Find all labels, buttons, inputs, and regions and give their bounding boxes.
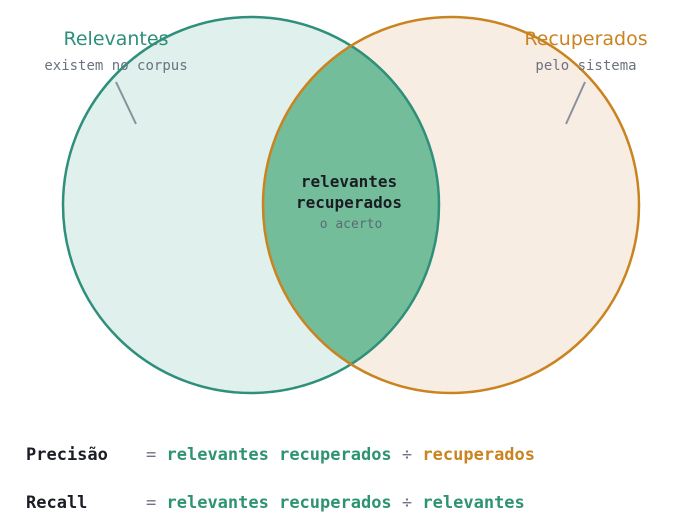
divide-sign: ÷ (401, 493, 413, 513)
formula-label: Recall (26, 493, 88, 513)
retrieved-set-outline (261, 15, 641, 395)
relevant-set-outline (61, 15, 441, 395)
recall-formula: Recall = relevantes recuperados ÷ relevan… (26, 493, 525, 513)
intersection-label-line1: relevantes (301, 172, 397, 191)
intersection-note: o acerto (320, 217, 383, 232)
formula-numerator: relevantes recuperados (166, 445, 392, 465)
formula-label: Precisão (26, 445, 108, 465)
retrieved-set-subtitle: pelo sistema (535, 58, 636, 74)
equals-sign: = (146, 445, 157, 465)
intersection-region (263, 17, 439, 393)
divide-sign: ÷ (401, 445, 413, 465)
retrieved-pointer-line (565, 81, 586, 125)
relevant-pointer-line (115, 81, 137, 125)
formula-numerator: relevantes recuperados (166, 493, 392, 513)
equals-sign: = (146, 493, 157, 513)
formula-denominator: recuperados (422, 445, 536, 465)
intersection-label-line2: recuperados (296, 193, 402, 212)
relevant-set-subtitle: existem no corpus (44, 58, 187, 74)
precision-formula: Precisão = relevantes recuperados ÷ recup… (26, 445, 535, 465)
formula-denominator: relevantes (422, 493, 525, 513)
relevant-set-title: Relevantes (64, 28, 169, 50)
retrieved-set-title: Recuperados (524, 28, 647, 50)
